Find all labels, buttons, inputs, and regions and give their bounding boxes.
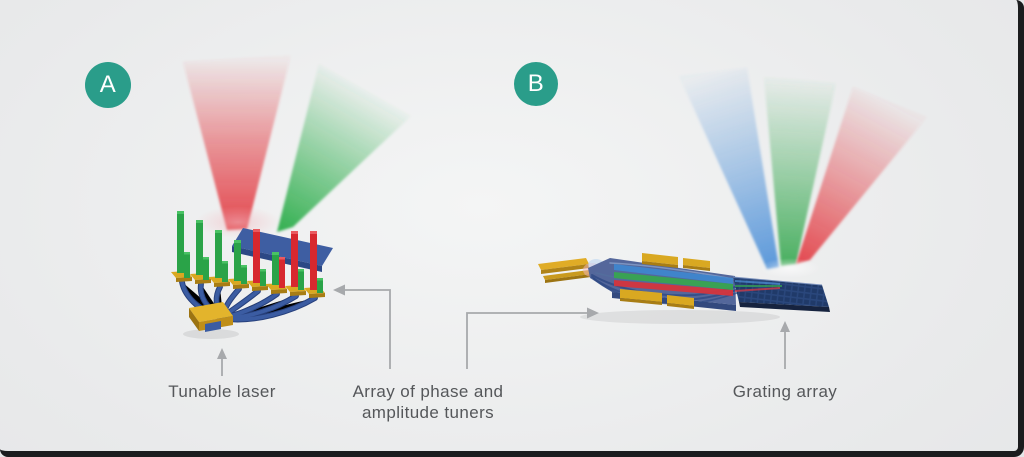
tuner-pillars-front <box>184 252 323 293</box>
tuner-array-arrow-left-icon <box>333 284 391 369</box>
panel-a-badge: A <box>85 62 131 108</box>
tunable-laser-label: Tunable laser <box>168 382 276 401</box>
panel-b-green-beam <box>764 77 836 266</box>
tuner-array-arrow-right-icon <box>466 307 599 369</box>
phase-tuner-pads <box>620 253 710 309</box>
tuner-pillars-back <box>177 211 317 290</box>
grating-array-surface <box>732 276 830 312</box>
device-a-illustration <box>171 211 333 339</box>
grating-array-label: Grating array <box>732 382 838 401</box>
panel-b-blue-beam <box>679 68 779 269</box>
tuner-array-label: Array of phase and amplitude tuners <box>328 381 528 423</box>
tuner-array-label-line2: amplitude tuners <box>361 403 495 422</box>
tunable-laser-arrow-icon <box>217 348 227 376</box>
device-b-illustration <box>538 253 830 324</box>
tuner-array-label-line1: Array of phase and <box>352 382 504 401</box>
panel-b-badge: B <box>514 62 558 106</box>
panel-a-red-beam <box>183 55 291 230</box>
panel-b-red-beam <box>796 87 927 264</box>
beam-glow <box>760 258 820 278</box>
grating-array-arrow-icon <box>780 321 790 369</box>
rgb-waveguide-stripes <box>614 264 733 296</box>
tunable-laser-block <box>189 302 233 332</box>
panel-a-green-beam <box>277 64 411 232</box>
device-shadow <box>183 329 239 339</box>
device-shadow <box>580 310 780 324</box>
